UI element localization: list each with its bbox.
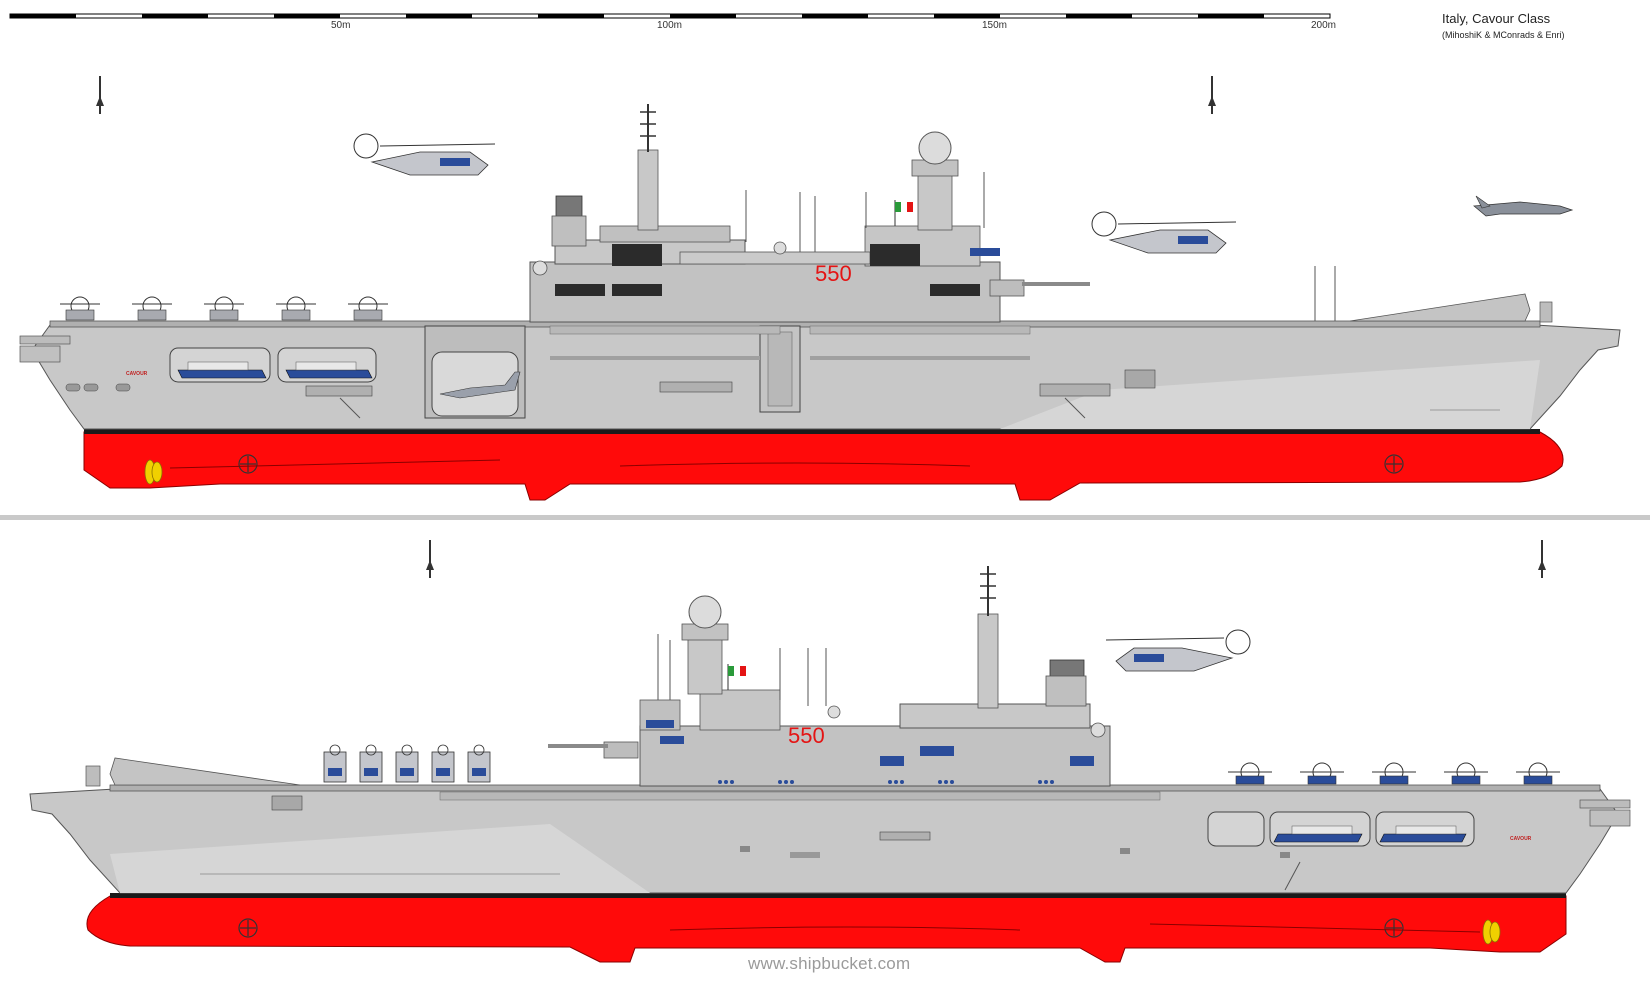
missile-icon [1538, 540, 1546, 578]
scale-segment [802, 14, 868, 18]
scale-label-100m: 100m [657, 20, 683, 31]
scale-label-200m: 200m [1311, 20, 1337, 31]
ski-jump [1349, 293, 1531, 322]
ship-name-marking-port: CAVOUR [1510, 836, 1532, 842]
scale-segment [10, 14, 76, 18]
deck-helicopters [60, 296, 388, 321]
scale-segment [406, 14, 472, 18]
scale-label-50m: 50m [331, 20, 351, 31]
island-superstructure [529, 104, 1336, 323]
site-watermark: www.shipbucket.com [748, 954, 911, 973]
flag-icon [894, 200, 913, 226]
ship-profile-starboard: CAVOUR [19, 104, 1621, 501]
scale-segment [142, 14, 208, 18]
missile-icon [96, 76, 104, 114]
hull-number-port: 550 [788, 723, 825, 748]
scale-bar [9, 13, 1331, 19]
hull-details-port [200, 791, 1301, 891]
missile-icon [426, 540, 434, 578]
island-superstructure-port [548, 566, 1111, 787]
scale-segment [1066, 14, 1132, 18]
hull-details [65, 325, 1500, 419]
scale-segment [934, 14, 1000, 18]
antifouling-hull [83, 431, 1564, 501]
helicopter-icon [353, 133, 496, 176]
radar-dome-icon [918, 131, 952, 165]
scale-label-150m: 150m [982, 20, 1008, 31]
ship-name-marking: CAVOUR [126, 371, 148, 377]
hull-number-starboard: 550 [815, 261, 852, 286]
hull-shading [1000, 360, 1540, 429]
drawing-credits: (MihoshiK & MConrads & Enri) [1442, 30, 1565, 40]
scale-segment [538, 14, 604, 18]
fighter-jet-icon [1472, 195, 1574, 217]
missile-icon [1208, 76, 1216, 114]
boot-top-port [110, 893, 1566, 898]
view-separator [0, 515, 1650, 520]
helicopter-icon [1091, 211, 1237, 254]
ski-jump-port [109, 757, 301, 786]
hangar-opening [424, 325, 801, 419]
boot-top [84, 429, 1540, 434]
propeller-icon [144, 459, 163, 485]
flag-icon [727, 664, 746, 690]
boat-bays-port [1207, 811, 1475, 847]
scale-segment [670, 14, 736, 18]
ship-profile-port: CAVOUR [29, 566, 1631, 963]
radar-dome-icon [688, 595, 722, 629]
deck-jets [1228, 762, 1560, 785]
drawing-title: Italy, Cavour Class [1442, 11, 1551, 26]
boat-bays [169, 347, 377, 383]
scale-segment [1198, 14, 1264, 18]
propeller-icon [1482, 919, 1501, 945]
antifouling-hull-port [86, 895, 1567, 963]
scale-segment [274, 14, 340, 18]
helicopter-icon [1105, 629, 1251, 672]
deck-helicopters-folded [323, 744, 491, 783]
